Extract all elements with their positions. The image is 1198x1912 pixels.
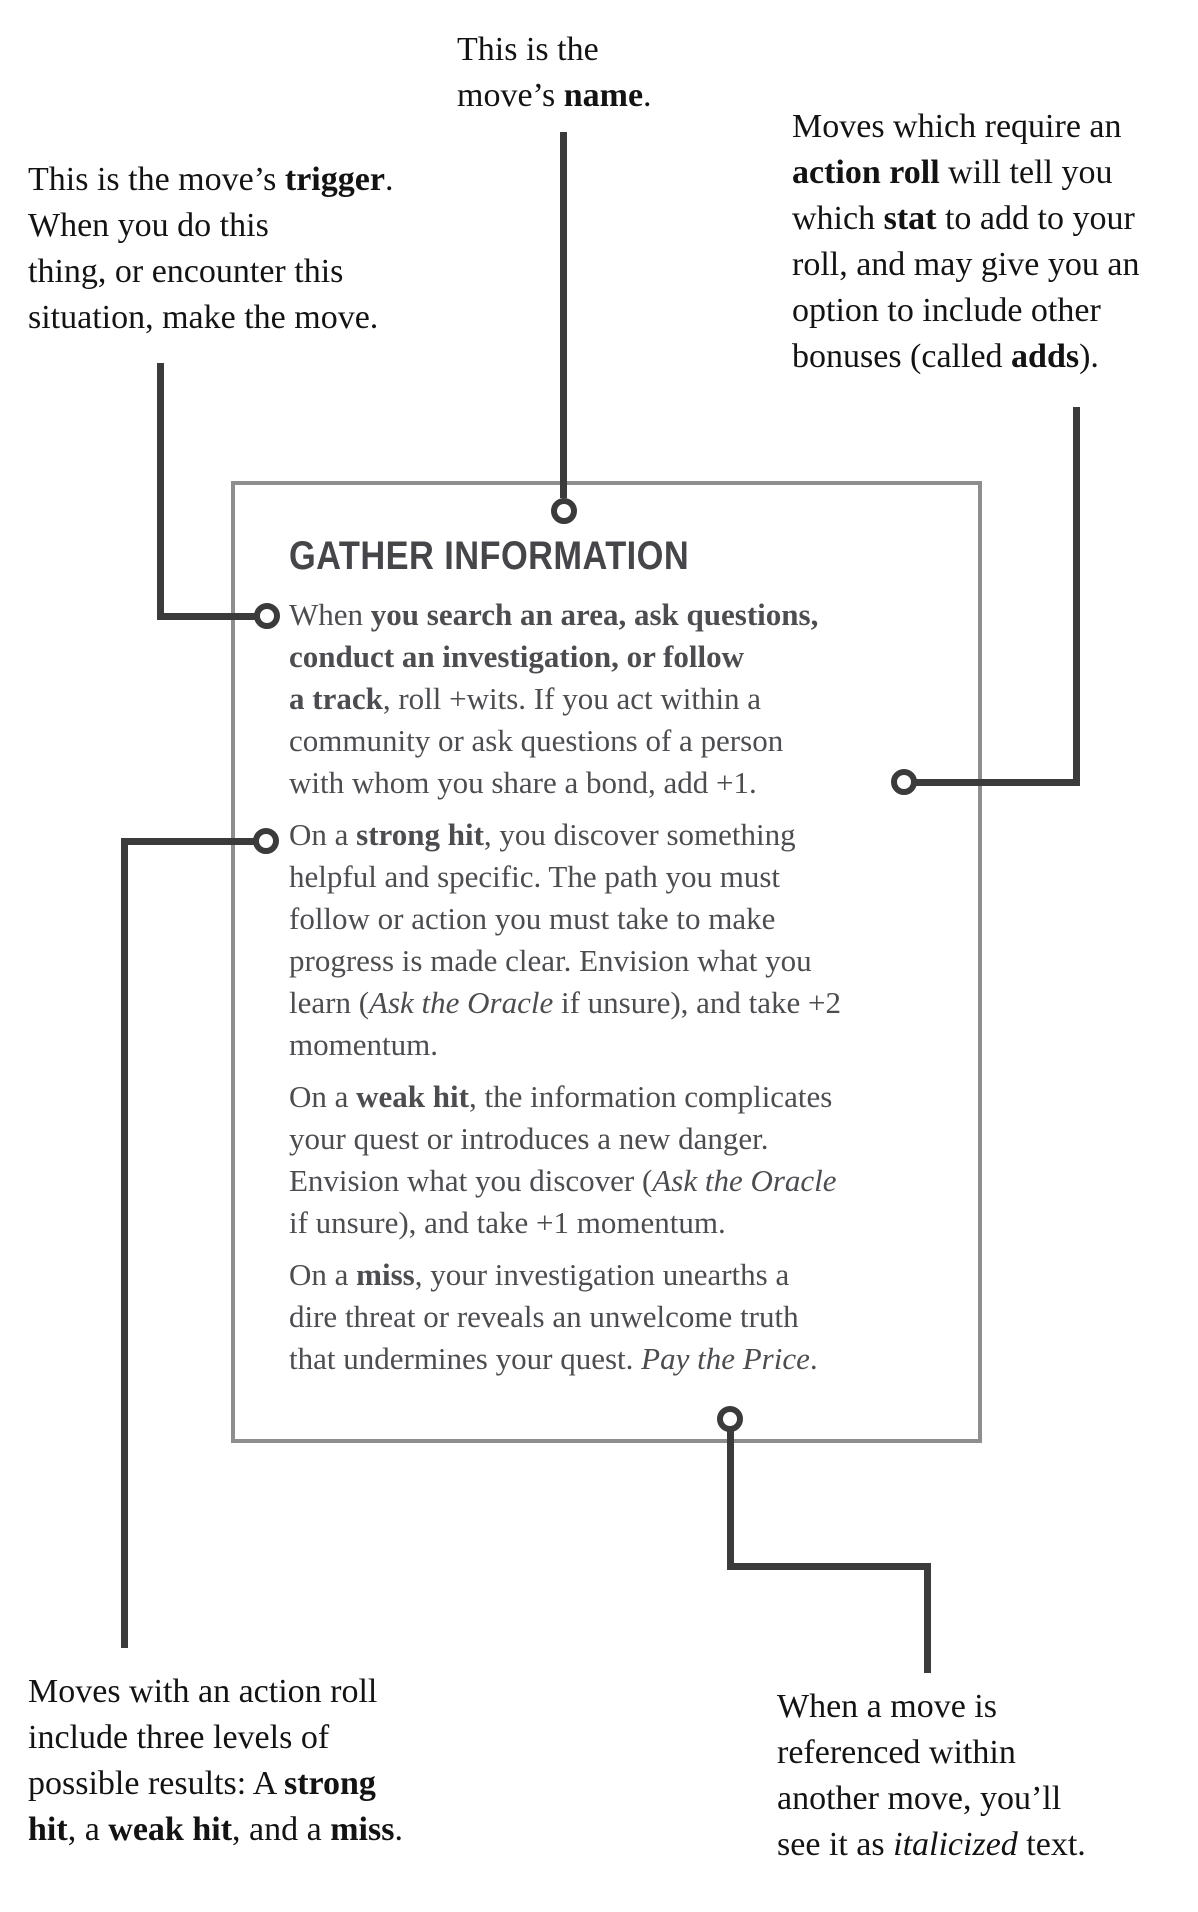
text-line: move’s name.	[457, 77, 652, 114]
trigger-annotation: This is the move’s trigger. When you do t…	[28, 157, 393, 341]
text-line: with whom you share a bond, add +1.	[289, 765, 757, 800]
results-connector-horizontal	[121, 838, 256, 845]
results-connector-vertical	[121, 838, 128, 1648]
text-line: Envision what you discover (Ask the Orac…	[289, 1163, 837, 1198]
text-line: On a weak hit, the information complicat…	[289, 1079, 833, 1114]
text-line: When you search an area, ask questions,	[289, 597, 819, 632]
text-line: momentum.	[289, 1027, 438, 1062]
move-paragraph: When you search an area, ask questions, c…	[289, 594, 979, 804]
move-card: GATHER INFORMATION When you search an ar…	[231, 481, 982, 1443]
text-line: referenced within	[777, 1734, 1016, 1771]
trigger-connector-horizontal	[157, 613, 257, 620]
text-line: include three levels of	[28, 1719, 330, 1756]
move-title: GATHER INFORMATION	[289, 534, 690, 578]
text-line: option to include other	[792, 292, 1101, 329]
reference-connector-horizontal	[727, 1563, 931, 1570]
text-line: roll, and may give you an	[792, 246, 1140, 283]
move-paragraph: On a weak hit, the information complicat…	[289, 1076, 979, 1244]
text-line: if unsure), and take +1 momentum.	[289, 1205, 726, 1240]
reference-annotation: When a move is referenced within another m…	[777, 1684, 1086, 1868]
text-line: situation, make the move.	[28, 299, 379, 336]
text-line: thing, or encounter this	[28, 253, 344, 290]
text-line: On a strong hit, you discover something	[289, 817, 796, 852]
text-line: When you do this	[28, 207, 269, 244]
text-line: that undermines your quest. Pay the Pric…	[289, 1341, 818, 1376]
text-line: progress is made clear. Envision what yo…	[289, 943, 812, 978]
text-line: hit, a weak hit, and a miss.	[28, 1811, 403, 1848]
text-line: community or ask questions of a person	[289, 723, 784, 758]
text-line: This is the	[457, 31, 599, 68]
text-line: learn (Ask the Oracle if unsure), and ta…	[289, 985, 842, 1020]
action-roll-connector-horizontal	[914, 779, 1080, 786]
text-line: When a move is	[777, 1688, 997, 1725]
text-line: another move, you’ll	[777, 1780, 1062, 1817]
text-line: bonuses (called adds).	[792, 338, 1099, 375]
move-paragraph: On a strong hit, you discover something h…	[289, 814, 979, 1066]
text-line: conduct an investigation, or follow	[289, 639, 744, 674]
name-connector-line	[560, 132, 567, 498]
action-roll-endpoint-circle	[891, 769, 917, 795]
text-line: which stat to add to your	[792, 200, 1135, 237]
reference-connector-vertical-2	[924, 1563, 931, 1673]
text-line: Moves which require an	[792, 108, 1122, 145]
text-line: a track, roll +wits. If you act within a	[289, 681, 762, 716]
action-roll-connector-vertical	[1073, 407, 1080, 786]
move-paragraph: On a miss, your investigation unearths a…	[289, 1254, 979, 1380]
text-line: On a miss, your investigation unearths a	[289, 1257, 790, 1292]
reference-connector-vertical-1	[727, 1431, 734, 1570]
text-line: follow or action you must take to make	[289, 901, 776, 936]
text-line: see it as italicized text.	[777, 1826, 1086, 1863]
text-line: action roll will tell you	[792, 154, 1113, 191]
results-endpoint-circle	[253, 828, 279, 854]
text-line: Moves with an action roll	[28, 1673, 378, 1710]
action-roll-annotation: Moves which require an action roll will t…	[792, 104, 1139, 380]
text-line: your quest or introduces a new danger.	[289, 1121, 769, 1156]
text-line: helpful and specific. The path you must	[289, 859, 781, 894]
results-annotation: Moves with an action roll include three l…	[28, 1669, 403, 1853]
text-line: possible results: A strong	[28, 1765, 376, 1802]
text-line: This is the move’s trigger.	[28, 161, 394, 198]
trigger-endpoint-circle	[254, 603, 280, 629]
reference-endpoint-circle	[717, 1406, 743, 1432]
text-line: dire threat or reveals an unwelcome trut…	[289, 1299, 799, 1334]
name-endpoint-circle	[551, 498, 577, 524]
move-body: When you search an area, ask questions, c…	[289, 594, 979, 1390]
name-annotation: This is the move’s name.	[457, 27, 652, 119]
trigger-connector-vertical	[157, 363, 164, 620]
